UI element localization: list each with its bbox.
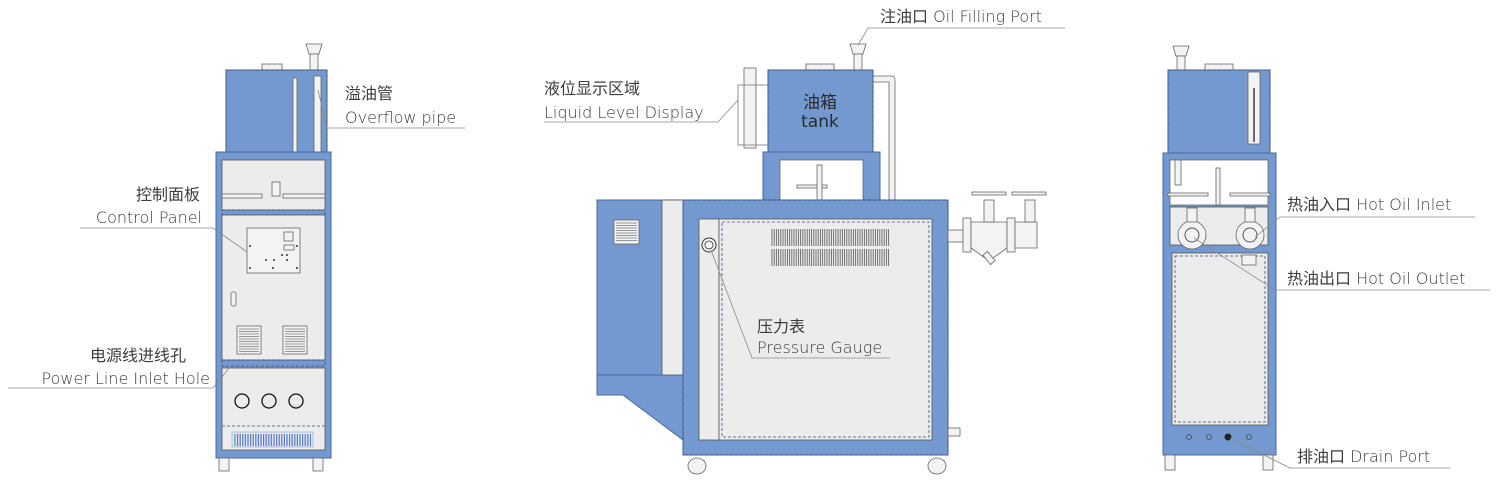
liquid-level-display — [743, 67, 757, 149]
wheel — [1164, 454, 1176, 471]
label-drain-port: 排油口 Drain Port — [1297, 447, 1430, 466]
wheel — [927, 457, 947, 475]
label-gauge-cn: 压力表 — [757, 317, 805, 336]
pressure-gauge — [701, 237, 717, 253]
label-hot-oil-inlet: 热油入口 Hot Oil Inlet — [1287, 195, 1451, 214]
label-gauge-en: Pressure Gauge — [757, 338, 882, 357]
wheel — [218, 457, 230, 472]
label-power-en: Power Line Inlet Hole — [41, 369, 210, 388]
label-hot-oil-outlet: 热油出口 Hot Oil Outlet — [1287, 269, 1465, 288]
label-level-en: Liquid Level Display — [544, 103, 704, 122]
front-vent-right — [282, 325, 308, 355]
rear-view-machine — [1162, 45, 1277, 471]
wheel — [687, 457, 707, 475]
side-view-machine: 油箱 tank — [596, 43, 1047, 475]
label-tank-en: tank — [801, 112, 839, 132]
label-tank-cn: 油箱 — [803, 93, 837, 113]
wheel — [1262, 454, 1274, 471]
drain-port — [1224, 433, 1232, 441]
hot-oil-outlet — [1177, 220, 1207, 250]
label-level-cn: 液位显示区域 — [544, 79, 640, 98]
label-control-cn: 控制面板 — [136, 185, 200, 204]
front-view-machine — [215, 43, 332, 472]
label-power-cn: 电源线进线孔 — [90, 346, 186, 365]
oil-tank — [767, 69, 874, 153]
label-overflow-cn: 溢油管 — [345, 84, 393, 103]
label-overflow-en: Overflow pipe — [345, 108, 456, 127]
side-valves — [947, 191, 1047, 266]
wheel — [312, 457, 324, 472]
power-inlet-hole — [234, 393, 250, 409]
power-inlet-hole — [288, 393, 304, 409]
label-control-en: Control Panel — [96, 208, 202, 227]
power-inlet-hole — [261, 393, 277, 409]
hot-oil-inlet — [1235, 220, 1265, 250]
front-vent-left — [236, 325, 262, 355]
label-oil-filling-port: 注油口 Oil Filling Port — [880, 7, 1042, 26]
